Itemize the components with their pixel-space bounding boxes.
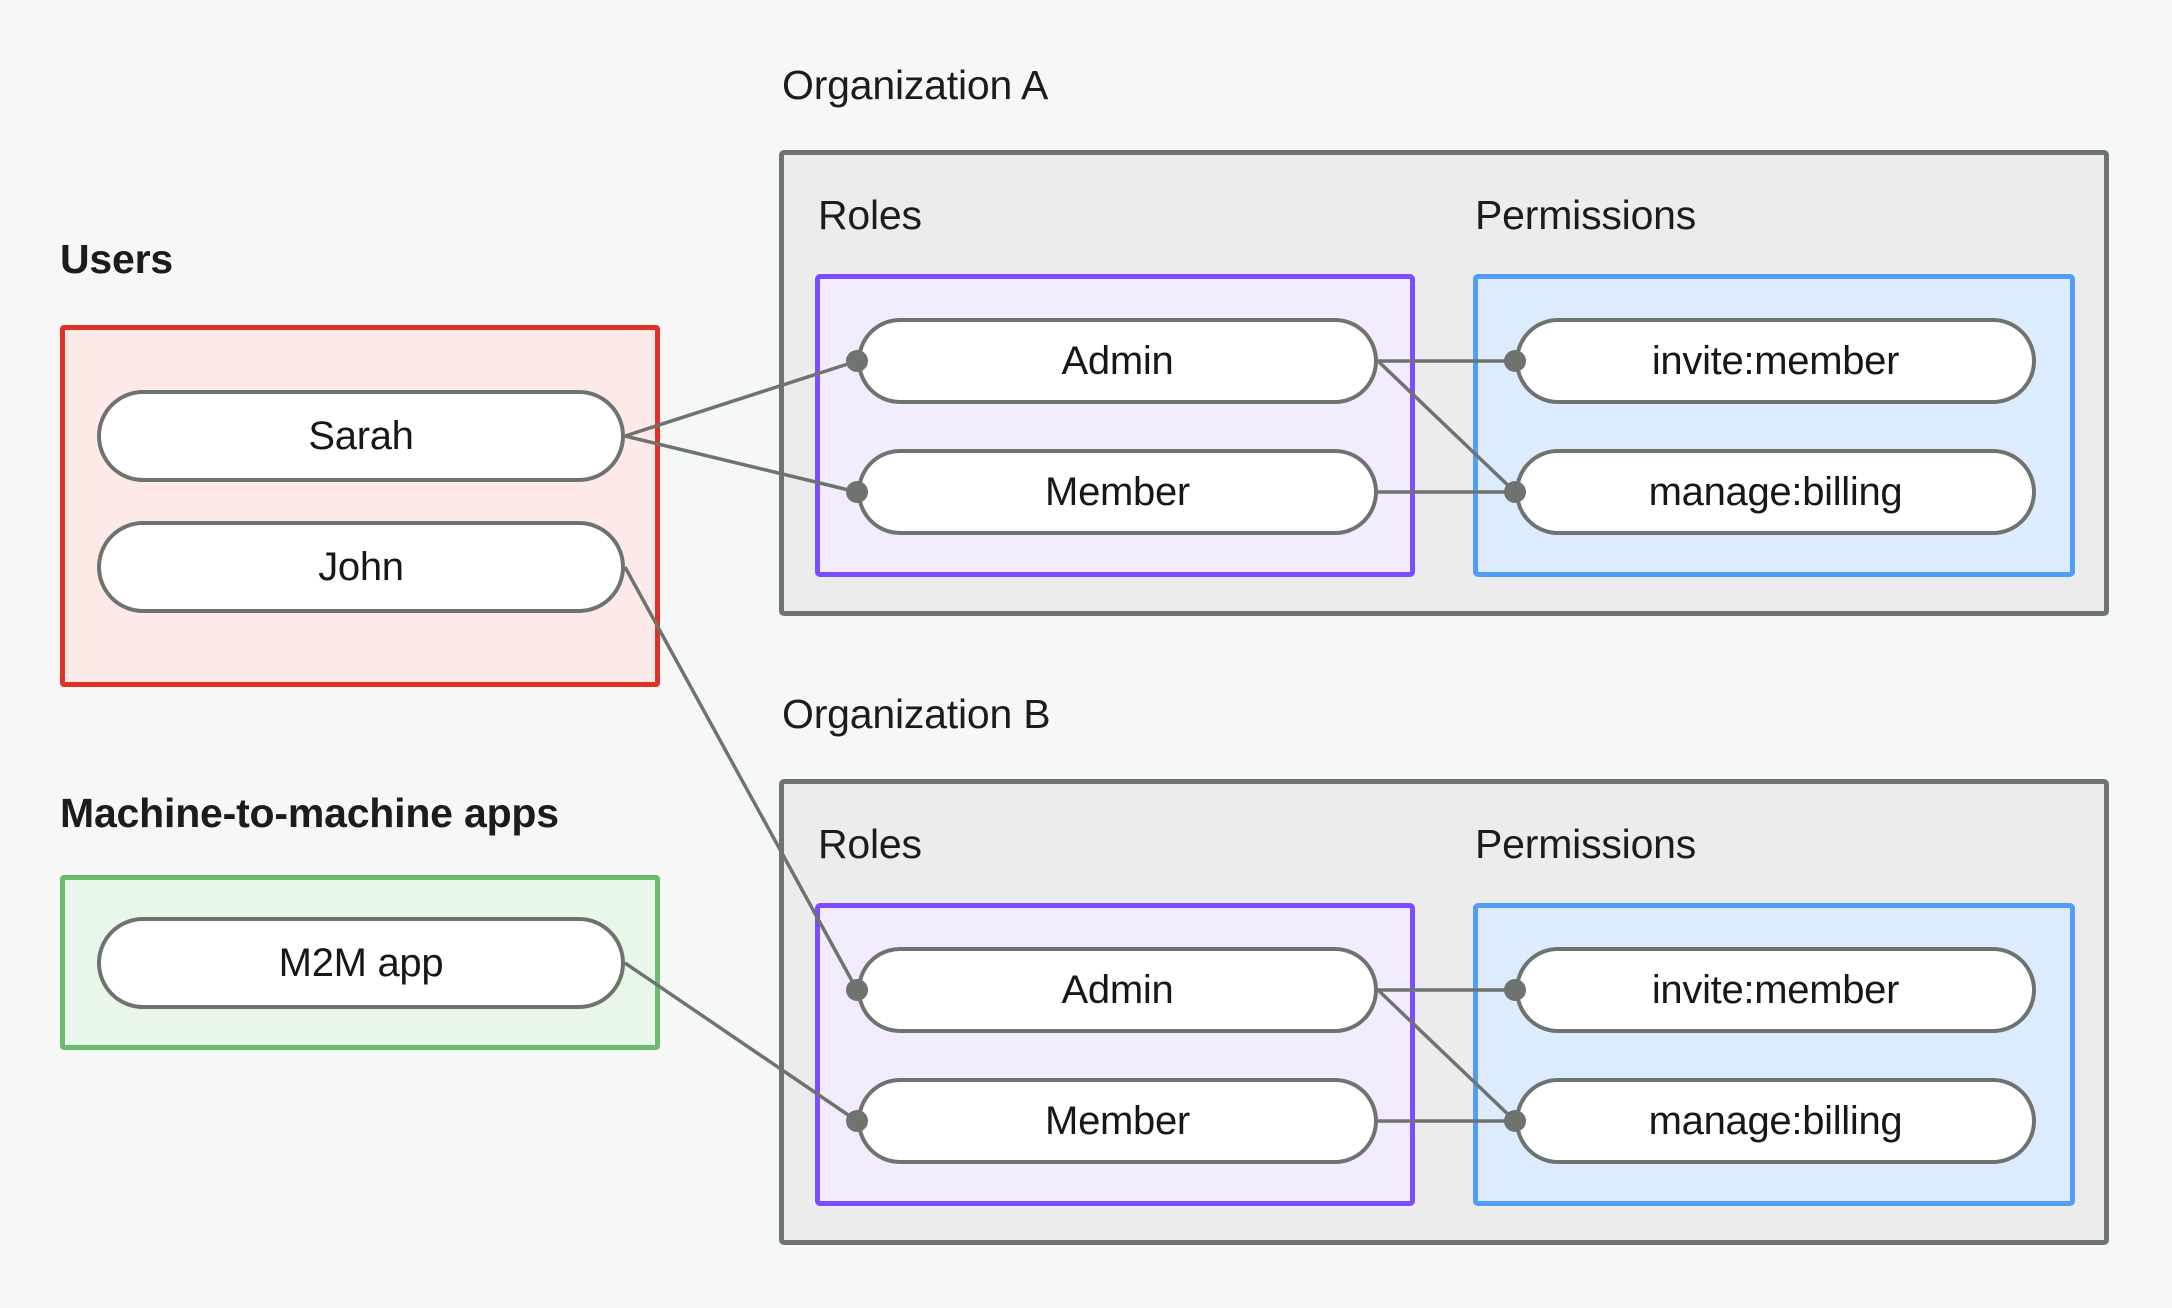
organization-b-label: Organization B bbox=[782, 691, 1051, 737]
node-m2m-app[interactable]: M2M app bbox=[97, 917, 625, 1009]
users-group-box bbox=[60, 325, 660, 687]
node-label: John bbox=[318, 544, 404, 589]
node-label: Admin bbox=[1061, 338, 1174, 383]
organization-a-label: Organization A bbox=[782, 62, 1049, 108]
node-org-b-role-admin[interactable]: Admin bbox=[857, 947, 1378, 1033]
node-org-b-permission-manage-billing[interactable]: manage:billing bbox=[1515, 1078, 2036, 1164]
node-label: M2M app bbox=[278, 940, 444, 985]
org-a-permissions-label: Permissions bbox=[1475, 192, 1697, 238]
node-org-a-permission-manage-billing[interactable]: manage:billing bbox=[1515, 449, 2036, 535]
node-org-a-role-member[interactable]: Member bbox=[857, 449, 1378, 535]
node-label: manage:billing bbox=[1648, 469, 1903, 514]
node-org-b-permission-invite-member[interactable]: invite:member bbox=[1515, 947, 2036, 1033]
node-label: invite:member bbox=[1651, 338, 1900, 383]
node-label: invite:member bbox=[1651, 967, 1900, 1012]
node-org-a-permission-invite-member[interactable]: invite:member bbox=[1515, 318, 2036, 404]
node-label: Member bbox=[1045, 1098, 1190, 1143]
node-label: Admin bbox=[1061, 967, 1174, 1012]
users-group-label: Users bbox=[60, 236, 173, 282]
org-b-roles-label: Roles bbox=[818, 821, 922, 867]
node-org-b-role-member[interactable]: Member bbox=[857, 1078, 1378, 1164]
node-label: Member bbox=[1045, 469, 1190, 514]
node-john[interactable]: John bbox=[97, 521, 625, 613]
node-label: manage:billing bbox=[1648, 1098, 1903, 1143]
machine-apps-group-label: Machine-to-machine apps bbox=[60, 790, 559, 836]
org-b-permissions-label: Permissions bbox=[1475, 821, 1697, 867]
org-a-roles-label: Roles bbox=[818, 192, 922, 238]
node-org-a-role-admin[interactable]: Admin bbox=[857, 318, 1378, 404]
node-sarah[interactable]: Sarah bbox=[97, 390, 625, 482]
node-label: Sarah bbox=[308, 413, 414, 458]
